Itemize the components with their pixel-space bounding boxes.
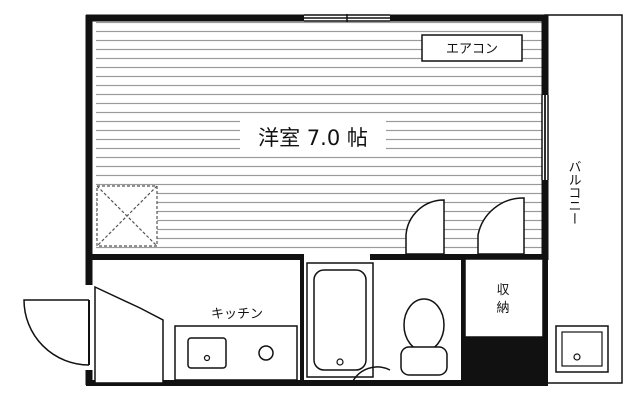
balcony-drain-hole [573,353,581,361]
toilet-bowl [403,298,445,352]
bathtub-outer [306,262,374,378]
bathtub-inner [313,269,367,371]
ceiling-hatch-diagonal-2 [96,185,158,247]
closet-doors [405,197,525,255]
kitchen-sink-drain [203,354,211,362]
bathroom-door [351,366,391,384]
storage-box [464,258,544,338]
closet-black-block [465,337,543,383]
air-conditioner-box [421,34,523,62]
room-label-background [240,119,386,153]
air-conditioner-label: エアコン [446,42,498,57]
toilet [400,298,448,376]
genkan-step [94,285,164,384]
bathroom [306,262,448,384]
balcony-outline [544,14,623,384]
air-conditioner: エアコン [421,34,523,62]
closet-door-right [477,197,525,255]
entrance-door [23,299,90,366]
balcony: バルコニー [544,14,623,384]
balcony-drain-inner [561,331,603,367]
ceiling-hatch [96,185,158,247]
storage-label-line-1: 収 [496,283,509,298]
kitchen: キッチン [94,285,298,384]
toilet-tank [400,346,448,376]
balcony-drain-outer [555,325,609,373]
storage: 収 納 [464,258,544,383]
kitchen-label: キッチン [211,307,263,322]
storage-label-line-2: 納 [496,301,509,316]
stove-burner [258,345,274,361]
western-room-label: 洋室 7.0 帖 [258,126,368,150]
kitchen-sink [187,337,227,369]
closet-door-left [405,199,445,255]
bathtub-drain [336,358,344,366]
entrance-door-swing [23,299,90,366]
top-window [304,14,390,22]
balcony-label: バルコニー [566,160,582,225]
